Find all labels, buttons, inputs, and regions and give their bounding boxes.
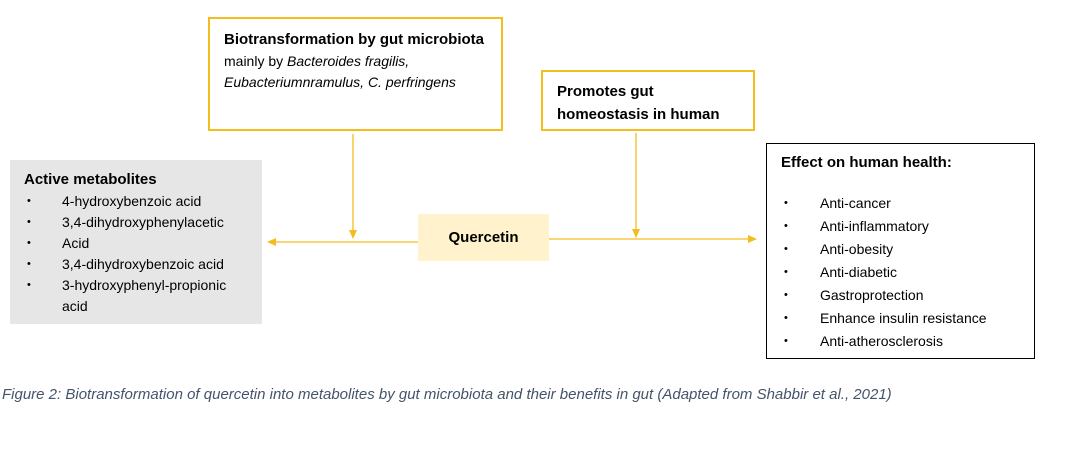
biotransformation-description-prefix: mainly by (224, 53, 288, 69)
bullet-icon: • (784, 312, 788, 324)
bullet-icon: • (784, 266, 788, 278)
biotransformation-box: Biotransformation by gut microbiota main… (208, 17, 503, 131)
metabolite-item: • 3,4-dihydroxyphenylacetic (24, 212, 252, 233)
biotransformation-title: Biotransformation by gut microbiota (224, 31, 485, 48)
health-effect-item: • Anti-inflammatory (781, 215, 1024, 238)
bullet-icon: • (784, 335, 788, 347)
active-metabolites-box: Active metabolites • 4-hydroxybenzoic aci… (10, 160, 262, 324)
metabolite-item-text: 3,4-dihydroxyphenylacetic (62, 214, 224, 230)
gut-homeostasis-title: Promotes gut homeostasis in human (557, 83, 720, 123)
health-effect-item: • Anti-cancer (781, 192, 1024, 215)
health-effect-item-text: Anti-atherosclerosis (820, 333, 943, 349)
figure-caption: Figure 2: Biotransformation of quercetin… (2, 386, 892, 403)
metabolite-item: • Acid (24, 233, 252, 254)
bullet-icon: • (784, 243, 788, 255)
metabolite-item-text: Acid (62, 235, 90, 251)
health-effects-list: • Anti-cancer • Anti-inflammatory • Anti-obes… (781, 192, 1024, 353)
bullet-icon: • (784, 220, 788, 232)
health-effect-item-text: Gastroprotection (820, 287, 924, 303)
quercetin-label: Quercetin (448, 229, 519, 246)
bullet-icon: • (27, 216, 31, 228)
health-effect-item-text: Anti-obesity (820, 241, 894, 257)
bullet-icon: • (27, 195, 31, 207)
metabolite-item-text: 3-hydroxyphenyl-propionic acid (62, 277, 227, 314)
metabolite-item-text: 4-hydroxybenzoic acid (62, 193, 202, 209)
bullet-icon: • (27, 279, 31, 291)
health-effects-box: Effect on human health: • Anti-cancer • Ant… (766, 143, 1035, 359)
biotransformation-description: mainly by Bacteroides fragilis, Eubacter… (224, 51, 489, 93)
metabolite-item: • 3,4-dihydroxybenzoic acid (24, 254, 252, 275)
health-effect-item: • Anti-atherosclerosis (781, 330, 1024, 353)
health-effect-item: • Gastroprotection (781, 284, 1024, 307)
gut-homeostasis-box: Promotes gut homeostasis in human (541, 70, 755, 131)
metabolite-item-text: 3,4-dihydroxybenzoic acid (62, 256, 224, 272)
biotransformation-species: Bacteroides fragilis, Eubacteriumnramulu… (224, 53, 456, 90)
health-effect-item: • Anti-obesity (781, 238, 1024, 261)
health-effect-item: • Anti-diabetic (781, 261, 1024, 284)
metabolite-item: • 3-hydroxyphenyl-propionic acid (24, 275, 252, 317)
bullet-icon: • (27, 237, 31, 249)
quercetin-node: Quercetin (418, 214, 549, 261)
health-effect-item-text: Anti-inflammatory (820, 218, 929, 234)
bullet-icon: • (27, 258, 31, 270)
bullet-icon: • (784, 197, 788, 209)
health-effects-title: Effect on human health: (781, 154, 952, 171)
health-effect-item-text: Anti-diabetic (820, 264, 898, 280)
health-effect-item: • Enhance insulin resistance (781, 307, 1024, 330)
health-effect-item-text: Enhance insulin resistance (820, 310, 987, 326)
active-metabolites-list: • 4-hydroxybenzoic acid • 3,4-dihydroxyphen… (24, 191, 252, 317)
metabolite-item: • 4-hydroxybenzoic acid (24, 191, 252, 212)
active-metabolites-title: Active metabolites (24, 171, 157, 188)
bullet-icon: • (784, 289, 788, 301)
health-effect-item-text: Anti-cancer (820, 195, 891, 211)
